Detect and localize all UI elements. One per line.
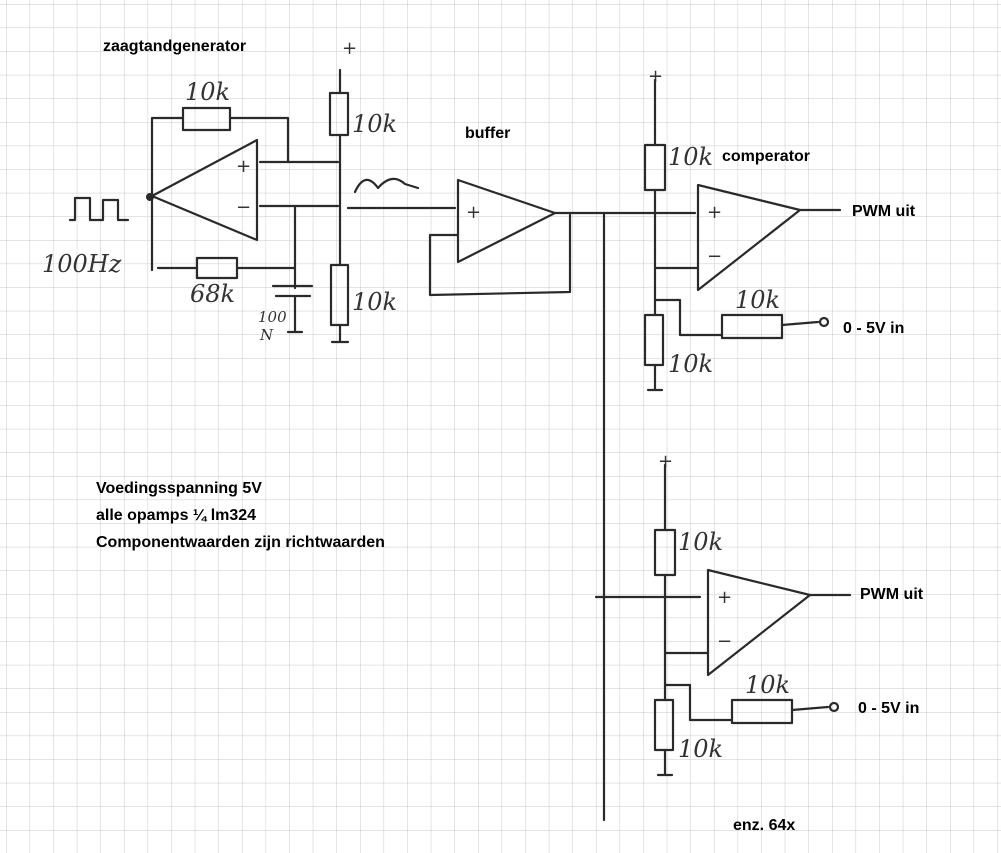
opamp-oscillator	[150, 138, 259, 242]
resistor-feedback	[181, 106, 232, 132]
comp-minus: −	[717, 631, 732, 652]
supply-plus: +	[342, 38, 357, 59]
title-comparator: comperator	[722, 148, 810, 165]
label-r-in: 10k	[745, 671, 790, 699]
label-etc: enz. 64x	[733, 817, 795, 834]
capacitor	[271, 284, 314, 334]
comp-plus: +	[717, 587, 732, 608]
label-input-2: 0 - 5V in	[858, 700, 919, 717]
comp-minus: −	[707, 246, 722, 267]
label-cap: 100	[258, 308, 287, 326]
title-sawtooth-generator: zaagtandgenerator	[103, 38, 246, 55]
input-plus: +	[236, 156, 251, 177]
square-wave-icon	[68, 196, 130, 222]
label-r-bottom: 10k	[678, 735, 723, 763]
buffer-circuit	[428, 178, 697, 822]
input-terminal	[818, 316, 830, 328]
resistor-timing	[195, 256, 239, 280]
label-r-feedback: 10k	[185, 78, 230, 106]
label-input-1: 0 - 5V in	[843, 320, 904, 337]
label-pwm-out-1: PWM uit	[852, 203, 916, 220]
supply-plus: +	[648, 66, 663, 87]
comparator-circuit-1	[643, 78, 842, 392]
label-cap-unit: N	[259, 326, 274, 344]
label-frequency: 100Hz	[42, 250, 122, 278]
resistor-divider-bottom	[329, 263, 350, 327]
label-r-bottom: 10k	[668, 350, 713, 378]
label-r-top: 10k	[668, 143, 713, 171]
note-opamps: alle opamps ¼ lm324	[96, 507, 256, 524]
comp-plus: +	[707, 202, 722, 223]
label-r-div-bottom: 10k	[352, 288, 397, 316]
label-r-top: 10k	[678, 528, 723, 556]
input-minus: −	[236, 197, 251, 218]
buffer-plus: +	[466, 202, 481, 223]
note-supply-voltage: Voedingsspanning 5V	[96, 480, 262, 497]
supply-plus: +	[658, 451, 673, 472]
sawtooth-generator-circuit	[68, 68, 457, 344]
label-r-div-top: 10k	[352, 110, 397, 138]
label-pwm-out-2: PWM uit	[860, 586, 924, 603]
title-buffer: buffer	[465, 125, 510, 142]
sawtooth-wave-icon	[353, 177, 420, 194]
label-r-in: 10k	[735, 286, 780, 314]
opamp-comparator	[696, 183, 802, 292]
note-component-values: Componentwaarden zijn richtwaarden	[96, 534, 385, 551]
comparator-circuit-2	[594, 463, 852, 777]
label-r-timing: 68k	[190, 280, 235, 308]
resistor-divider-top	[328, 91, 350, 137]
opamp-buffer	[456, 178, 557, 264]
